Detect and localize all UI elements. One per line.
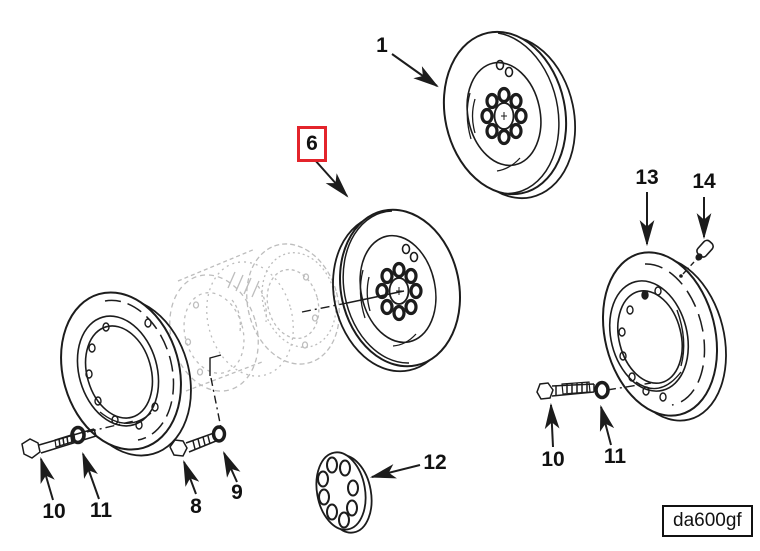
wheel-assembly-6 [332, 208, 462, 373]
callout-arrows [40, 53, 712, 501]
figure-code: da600gf [662, 505, 753, 537]
arrow-to-item-11-left [82, 451, 100, 500]
wheel-assembly-1 [442, 30, 577, 200]
washer-9 [211, 425, 227, 443]
arrow-to-item-1 [391, 53, 439, 88]
arrow-to-item-12 [369, 464, 421, 479]
callout-label-13[interactable]: 13 [635, 166, 659, 189]
callout-label-10-right[interactable]: 10 [541, 448, 565, 471]
arrow-to-item-8 [183, 459, 200, 495]
cover-plate-12 [315, 451, 373, 534]
item-6-highlight-box[interactable]: 6 [297, 126, 327, 162]
bolt-10-right [536, 381, 595, 400]
callout-label-11-left[interactable]: 11 [89, 499, 113, 522]
arrow-to-item-9 [223, 451, 241, 483]
centerlines [86, 261, 695, 433]
arrow-to-item-6 [313, 158, 349, 198]
callout-label-6: 6 [306, 132, 318, 155]
wheel-rim-left [60, 291, 192, 457]
callout-label-11-right[interactable]: 11 [603, 445, 627, 468]
arrow-to-item-11-right [599, 404, 615, 446]
valve-stem-14 [695, 239, 714, 261]
nut-11-right [594, 380, 610, 400]
wheel-rim-right [601, 251, 727, 422]
callout-label-8[interactable]: 8 [190, 495, 202, 518]
arrow-to-item-10-left [40, 456, 55, 501]
hub-ghost [169, 243, 340, 392]
bolt-10-left [21, 428, 97, 459]
nut-11-left [70, 425, 86, 445]
callout-label-14[interactable]: 14 [692, 170, 716, 193]
callout-label-9[interactable]: 9 [231, 481, 243, 504]
callout-label-10-left[interactable]: 10 [42, 500, 66, 523]
callout-label-1[interactable]: 1 [376, 34, 388, 57]
arrow-to-item-10-right [544, 402, 560, 448]
callout-label-12[interactable]: 12 [423, 451, 447, 474]
